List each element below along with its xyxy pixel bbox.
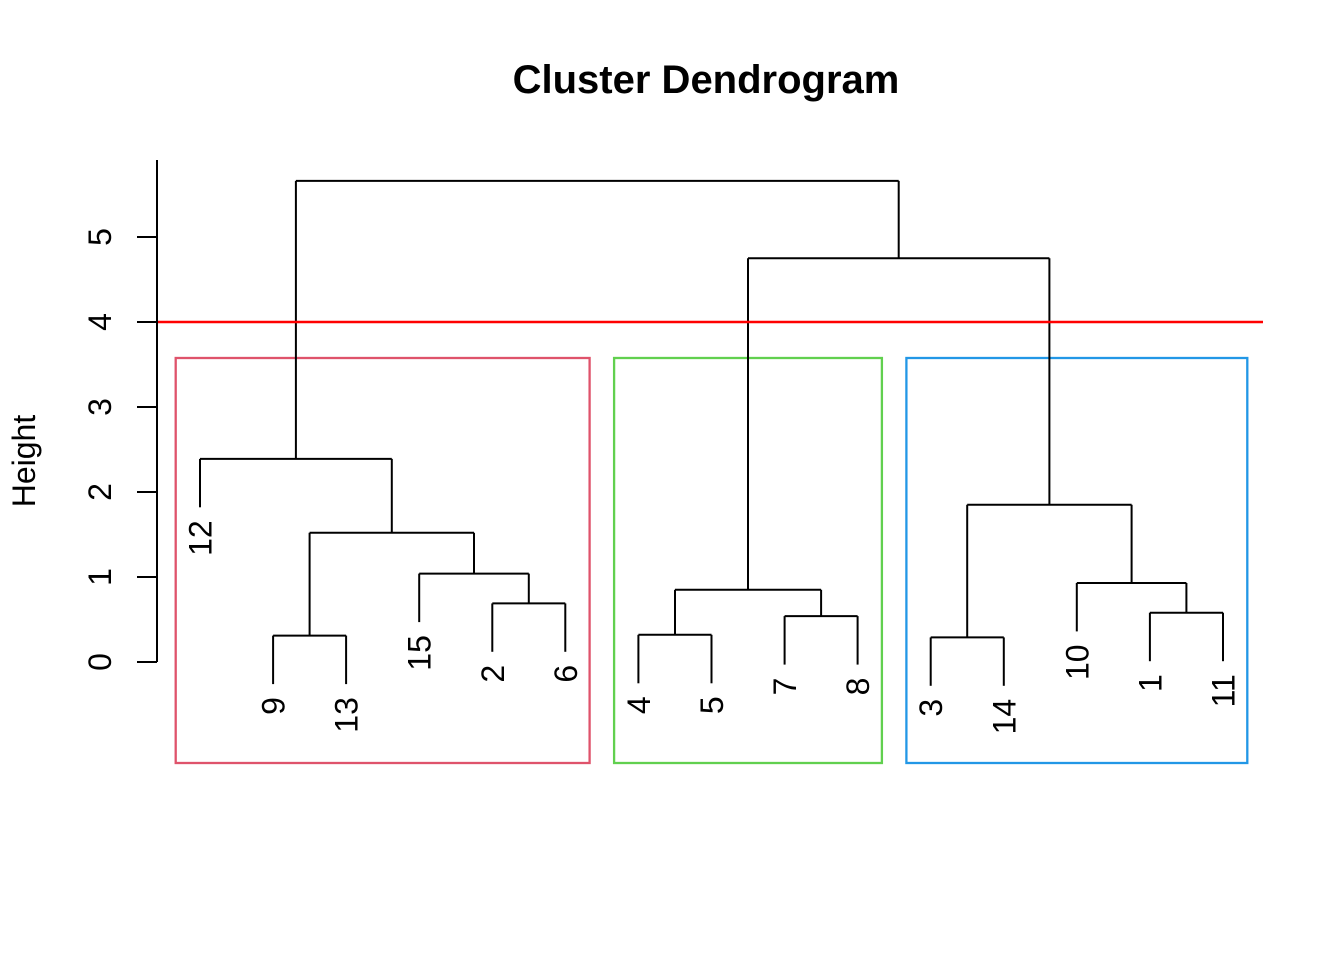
dendrogram-tree bbox=[199, 179, 1224, 686]
leaf-label-5: 5 bbox=[694, 696, 730, 714]
leaf-label-13: 13 bbox=[329, 697, 365, 733]
y-axis-label: Height bbox=[6, 415, 42, 508]
leaf-label-4: 4 bbox=[621, 696, 657, 714]
y-axis-tick-label: 2 bbox=[82, 483, 118, 501]
leaf-label-11: 11 bbox=[1206, 674, 1242, 707]
leaf-label-1: 1 bbox=[1132, 674, 1168, 692]
leaf-label-8: 8 bbox=[840, 678, 876, 696]
leaf-label-6: 6 bbox=[548, 665, 584, 683]
y-axis-tick-label: 5 bbox=[82, 228, 118, 246]
page-title: Cluster Dendrogram bbox=[513, 58, 900, 102]
leaf-label-7: 7 bbox=[767, 678, 803, 696]
y-axis-tick-label: 1 bbox=[82, 568, 118, 586]
leaf-label-3: 3 bbox=[913, 699, 949, 717]
leaf-label-15: 15 bbox=[402, 635, 438, 671]
y-axis-tick-label: 3 bbox=[82, 398, 118, 416]
y-axis-ticks: 0 1 2 3 4 5 bbox=[82, 228, 157, 671]
cluster-box-3 bbox=[905, 356, 1249, 765]
y-axis-tick-label: 0 bbox=[82, 653, 118, 671]
y-axis-tick-label: 4 bbox=[82, 313, 118, 331]
y-axis: 0 1 2 3 4 5 Height bbox=[6, 160, 158, 671]
leaf-label-12: 12 bbox=[183, 520, 219, 556]
leaf-label-14: 14 bbox=[986, 699, 1022, 735]
leaf-label-9: 9 bbox=[256, 697, 292, 715]
cluster-box-1 bbox=[174, 356, 591, 765]
leaf-label-2: 2 bbox=[475, 665, 511, 683]
leaf-label-10: 10 bbox=[1059, 644, 1095, 680]
